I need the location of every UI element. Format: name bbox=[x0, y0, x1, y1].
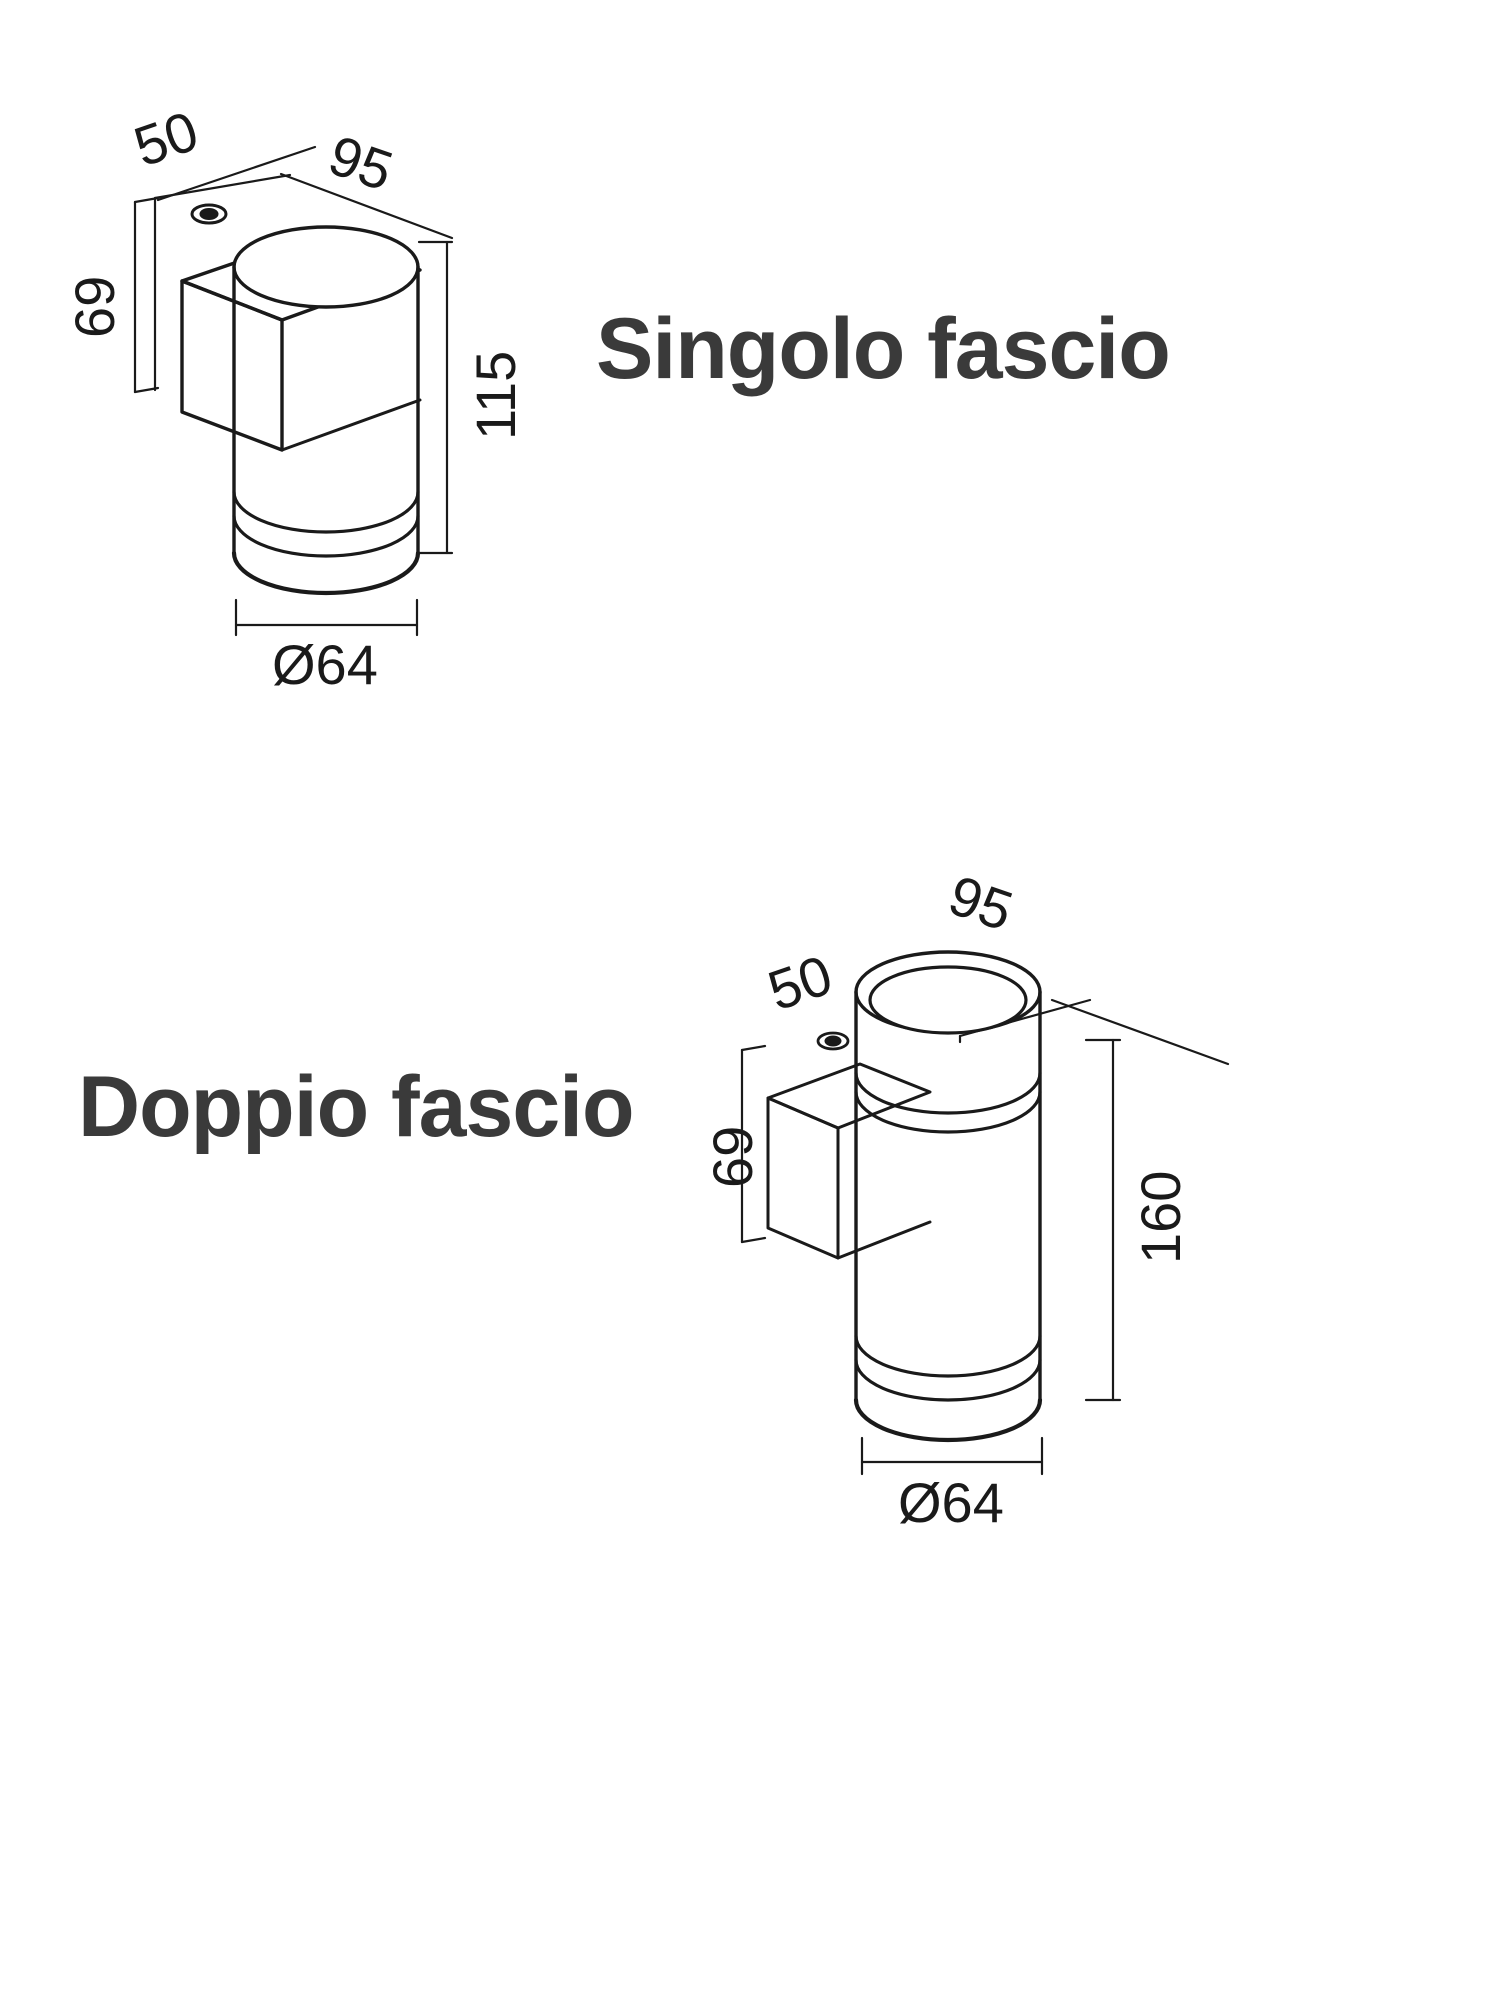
dim-label-s-diameter: Ø64 bbox=[272, 633, 378, 696]
d-cylinder-bottom-arc bbox=[853, 1397, 1043, 1443]
d-cylinder-ring-upper-1 bbox=[854, 1071, 1042, 1115]
d-tick-69-bottom bbox=[740, 1236, 767, 1244]
bracket-bottom-edge bbox=[280, 398, 422, 452]
d-cylinder-ring-upper-2 bbox=[854, 1090, 1042, 1134]
dim-label-d-diameter: Ø64 bbox=[898, 1471, 1004, 1534]
dim-leader-95 bbox=[279, 172, 454, 240]
dim-label-d-bracket: 69 bbox=[701, 1125, 764, 1188]
dim-label-d-height: 160 bbox=[1129, 1170, 1192, 1264]
figure-title-doppio: Doppio fascio bbox=[78, 1059, 635, 1155]
d-cylinder-band-lower-arc bbox=[854, 1358, 1042, 1402]
d-bracket-top-face bbox=[766, 1062, 932, 1130]
cylinder-band-lower-arc bbox=[232, 514, 420, 558]
d-cylinder-top-rim-inner bbox=[868, 965, 1028, 1035]
cylinder-bottom-arc bbox=[231, 550, 421, 596]
tick-69-top bbox=[133, 196, 160, 204]
figure-title-singolo: Singolo fascio bbox=[596, 301, 1171, 397]
d-dim-leader-95 bbox=[1050, 998, 1230, 1066]
d-tick-69-top bbox=[740, 1044, 767, 1052]
screw-detail-inner bbox=[199, 208, 219, 220]
dim-leader-50 bbox=[156, 145, 317, 202]
d-bracket-bottom-edge bbox=[836, 1220, 932, 1260]
d-cylinder-band-upper-arc bbox=[854, 1334, 1042, 1378]
d-bracket-front-face bbox=[766, 1096, 840, 1260]
d-screw-detail-inner bbox=[824, 1035, 842, 1047]
tick-69-bottom bbox=[133, 386, 160, 394]
cylinder-band-upper-arc bbox=[232, 490, 420, 534]
